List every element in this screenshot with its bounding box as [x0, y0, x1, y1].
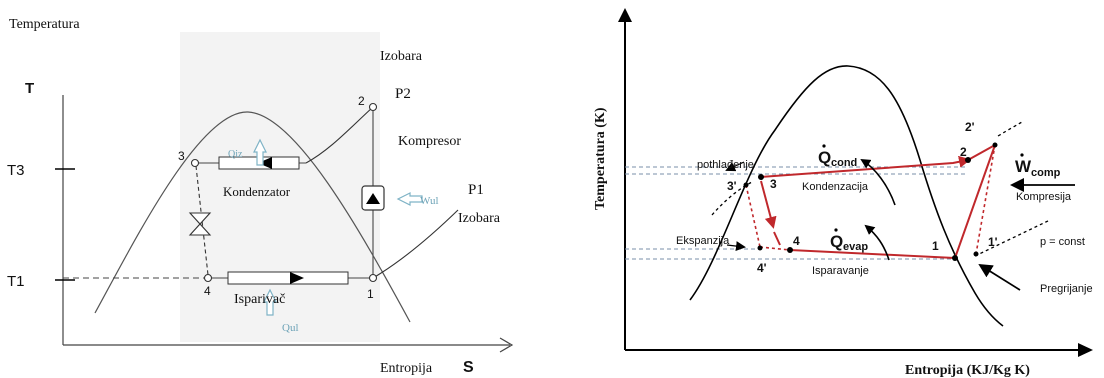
right-qevap-symbol: Q [830, 232, 843, 251]
left-work-in-arrow-icon [396, 192, 423, 206]
right-subcool-dotted [711, 181, 753, 216]
right-point-4p-label: 4' [757, 261, 767, 275]
left-compressor-icon [361, 185, 385, 211]
right-wcomp-symbol: W [1015, 157, 1032, 176]
left-point-1-label: 1 [367, 287, 374, 301]
right-qevap-label: Q evap [830, 228, 868, 253]
right-wcomp-label: W comp [1015, 153, 1061, 179]
right-evaporation-path [789, 249, 956, 259]
right-subcool-expansion-arrow [760, 180, 777, 229]
left-x-symbol: S [463, 359, 474, 376]
left-isobar-p2 [305, 106, 374, 164]
right-desuperheat-path [967, 144, 996, 161]
right-qevap-dot [834, 228, 838, 232]
left-p1-label: P1 [468, 182, 484, 198]
right-qevap-curved-arrow [864, 224, 890, 261]
left-heat-in-arrow-icon [263, 288, 277, 316]
left-izobara-top-label: Izobara [380, 49, 423, 64]
left-x-axis-arrowhead [499, 337, 514, 353]
right-superheat-dotted-top [997, 121, 1023, 137]
right-state-point-1p [973, 251, 979, 257]
right-pconst-label: p = const [1040, 236, 1085, 248]
right-point-1p-label: 1' [988, 235, 998, 249]
left-state-point-1 [368, 273, 378, 283]
left-w-ul-label: Wul [420, 195, 439, 207]
right-pothladjenje-label: pothlađenje [697, 159, 754, 171]
left-y-axis-label: Temperatura [9, 17, 80, 32]
left-state-point-4 [203, 273, 213, 283]
left-saturation-dome [94, 111, 411, 323]
right-x-axis-label: Entropija (KJ/Kg K) [905, 363, 1030, 378]
right-ekspanzija-label: Ekspanzija [676, 235, 730, 247]
right-point-3p-label: 3' [727, 179, 737, 193]
right-pconst-dotted [974, 219, 1051, 257]
left-q-iz-label: Qiz [228, 149, 243, 160]
right-point-2-label: 2 [960, 145, 967, 159]
left-condenser-flow-arrow [258, 157, 272, 169]
right-point-2p-label: 2' [965, 120, 975, 134]
left-y-symbol: T [25, 80, 34, 97]
left-ts-diagram: Temperatura T T3 T1 Izobara P2 2 Kompres… [7, 17, 514, 376]
left-q-ul-label: Qul [282, 322, 299, 334]
left-p2-label: P2 [395, 86, 411, 102]
left-point-4-label: 4 [204, 284, 211, 298]
right-point-4-label: 4 [793, 234, 800, 248]
left-background-panel [180, 32, 380, 342]
right-y-axis-arrowhead [618, 8, 632, 22]
left-tick-label-t3: T3 [7, 162, 25, 179]
right-qcond-symbol: Q [818, 148, 831, 167]
right-state-point-3 [758, 174, 764, 180]
right-isentropic-dotted [975, 144, 996, 255]
right-wcomp-dot [1020, 153, 1024, 157]
right-qcond-subscript: cond [831, 157, 857, 169]
right-pregrijanje-arrow [978, 263, 1021, 291]
left-evaporator-box [227, 271, 349, 285]
right-point-1-label: 1 [932, 239, 939, 253]
right-qcond-dot [822, 144, 826, 148]
right-state-point-2 [965, 157, 971, 163]
left-izobara-right-label: Izobara [458, 211, 501, 226]
right-state-point-4p [757, 245, 763, 251]
left-heat-out-arrow-icon [253, 138, 267, 166]
right-expansion-tail [773, 231, 781, 246]
left-x-axis-label: Entropija [380, 361, 433, 376]
right-qevap-subscript: evap [843, 241, 868, 253]
right-point-3-label: 3 [770, 177, 777, 191]
left-isobar-p1 [372, 209, 459, 279]
right-condensation-path [760, 155, 971, 178]
right-kompresija-label: Kompresija [1016, 191, 1072, 203]
right-x-axis-arrowhead [1078, 343, 1093, 357]
right-state-point-2p [992, 142, 998, 148]
left-state-point-3 [190, 158, 200, 168]
left-evaporator-flow-arrow [290, 272, 304, 284]
right-pregrijanje-label: Pregrijanje [1040, 283, 1093, 295]
right-state-point-4 [787, 247, 793, 253]
left-kompresor-label: Kompresor [398, 134, 461, 149]
right-saturation-dome [689, 65, 1004, 327]
left-kondenzator-label: Kondenzator [223, 184, 291, 199]
left-expansion-valve-icon [188, 212, 212, 236]
left-isparivac-label: Isparivač [234, 292, 285, 307]
right-ts-diagram: Temperatura (K) pothlađenje 3 3' Q cond … [593, 8, 1093, 378]
left-tick-label-t1: T1 [7, 273, 25, 290]
right-y-axis-label: Temperatura (K) [593, 107, 608, 210]
right-isparavanje-label: Isparavanje [812, 265, 869, 277]
right-compression-path [954, 144, 996, 259]
right-state-point-1 [952, 255, 958, 261]
right-state-point-3p [743, 182, 749, 188]
right-lower-dotted [759, 246, 791, 251]
left-point-2-label: 2 [358, 94, 365, 108]
right-pothladjenje-arrow [725, 161, 745, 172]
left-state-point-2 [368, 102, 378, 112]
right-kondenzacija-label: Kondenzacija [802, 181, 869, 193]
left-point-3-label: 3 [178, 149, 185, 163]
right-expansion-dotted [745, 184, 761, 248]
right-qcond-curved-arrow [860, 158, 896, 206]
right-qcond-label: Q cond [818, 144, 857, 169]
left-expansion-dashed [195, 165, 209, 276]
right-wcomp-subscript: comp [1031, 167, 1061, 179]
right-ekspanzija-arrow [726, 241, 746, 252]
